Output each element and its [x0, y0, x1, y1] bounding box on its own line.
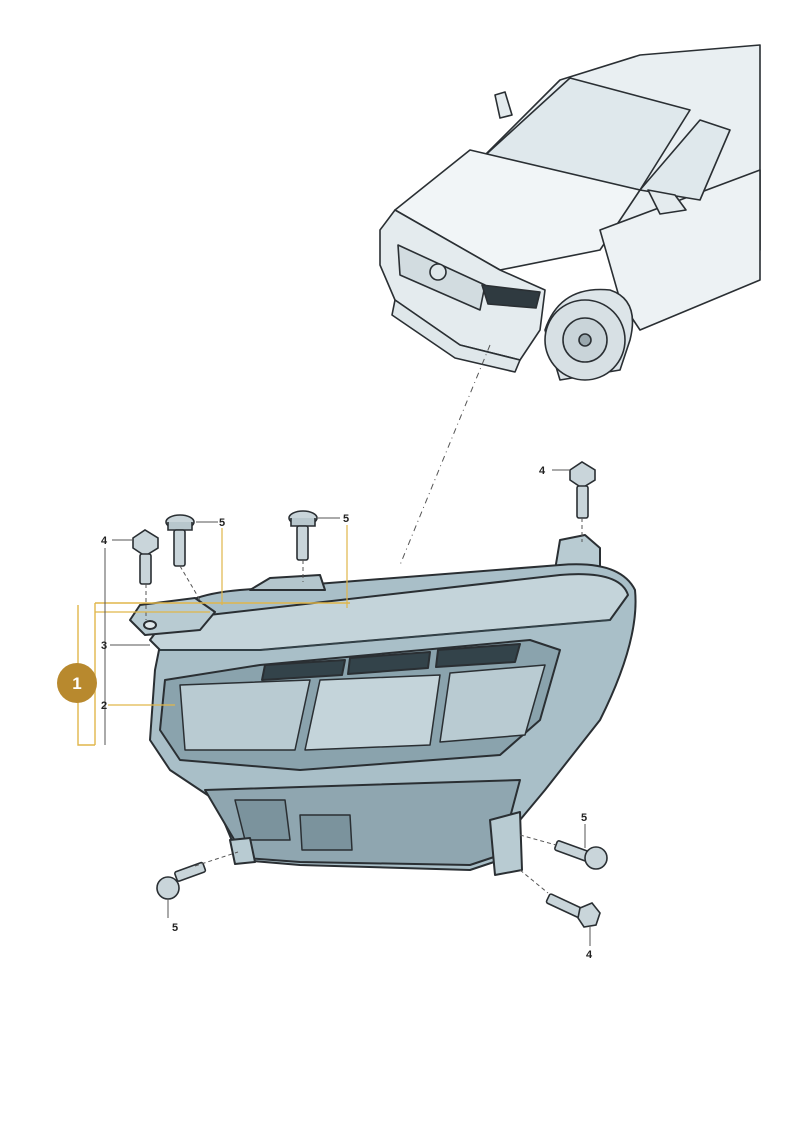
- part-label-5-right: 5: [581, 812, 587, 824]
- callout-badge-label: 1: [72, 674, 81, 693]
- part-label-4-left: 4: [101, 535, 108, 547]
- part-label-5-mid: 5: [343, 513, 349, 525]
- fastener-part-5-right: [554, 840, 608, 870]
- fastener-part-5-left: [165, 514, 195, 567]
- vehicle-illustration: [379, 44, 761, 381]
- part-label-3: 3: [101, 640, 107, 652]
- callout-leaders: [77, 469, 591, 946]
- fastener-part-4-bottom-right: [545, 893, 601, 928]
- fastener-part-5-mid: [288, 510, 318, 561]
- callout-badge-1: 1: [57, 663, 97, 703]
- headlamp-assembly: [129, 534, 637, 876]
- link-leader-line: [399, 344, 491, 566]
- part-label-4-top-right: 4: [539, 465, 546, 477]
- part-label-4-bottom-right: 4: [586, 949, 593, 961]
- part-label-5-left: 5: [219, 517, 225, 529]
- fastener-part-5-bottom-left: [156, 861, 207, 900]
- fastener-guide-lines: [145, 518, 583, 894]
- part-label-5-bottom-left: 5: [172, 922, 178, 934]
- part-label-2: 2: [101, 700, 107, 712]
- fastener-part-4-top-right: [569, 461, 596, 519]
- fastener-part-4-left: [132, 529, 159, 585]
